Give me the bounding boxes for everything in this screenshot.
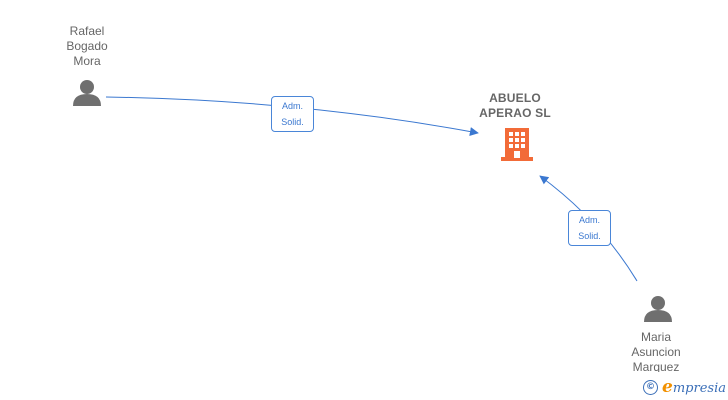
brand-logo: empresia [662,377,726,397]
empresia-watermark: © empresia [643,377,726,397]
person-name-maria[interactable]: Maria Asuncion Marquez [631,330,681,372]
person-name-rafael[interactable]: Rafael Bogado Mora [66,24,108,68]
copyright-icon: © [643,379,659,395]
person-icon[interactable] [643,294,673,324]
edge-label-maria[interactable]: Adm. Solid. [568,210,611,246]
edge-label-rafael[interactable]: Adm. Solid. [271,96,314,132]
building-icon[interactable] [501,126,533,162]
person-icon[interactable] [72,78,102,108]
company-name[interactable]: ABUELO APERAO SL [479,91,551,120]
